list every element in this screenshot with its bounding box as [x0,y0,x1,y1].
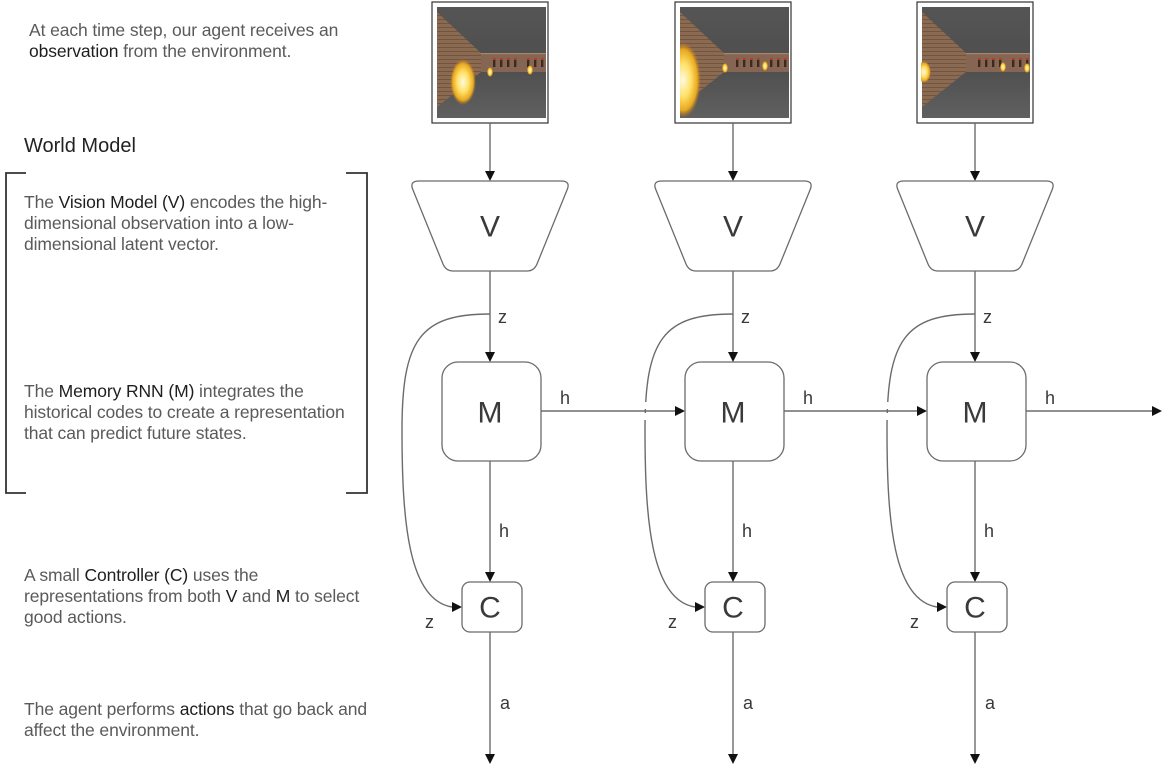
latent-z-label: z [498,307,507,327]
arrow-head [728,171,738,181]
arrow-head [485,572,495,582]
highlight-term: Vision Model (V) [58,192,186,212]
memory-description: The Memory RNN (M) integrates the histor… [24,381,369,444]
observation-frame [431,1,549,124]
description-text: encodes the high-dimensional observation… [24,192,328,254]
action-label: a [985,693,996,713]
action-label: a [743,693,754,713]
actions-description: The agent performs actions that go back … [24,699,369,741]
arrow-head [917,406,927,416]
observation-image [437,7,546,118]
controller-node [946,581,1008,633]
action-label: a [500,693,511,713]
arrow-head [485,754,495,764]
arrow-head [937,602,947,612]
description-text: and [237,586,276,606]
description-text: The [24,381,59,401]
highlight-term: observation [29,41,119,61]
vision-model-label: V [723,211,743,244]
description-text: uses the representations from both [24,565,259,606]
controller-description: A small Controller (C) uses the represen… [24,565,369,628]
hidden-h-recurrent-label: h [560,388,570,408]
vision-model-node [654,180,812,272]
hidden-h-label: h [984,521,994,541]
arrow-head [675,406,685,416]
world-model-title: World Model [24,135,136,157]
latent-z-skip-label: z [425,612,434,632]
description-text: The agent performs [24,699,180,719]
controller-label: C [722,592,744,625]
vision-description: The Vision Model (V) encodes the high-di… [24,192,369,255]
description-text: A small [24,565,85,585]
vision-model-label: V [480,211,500,244]
hidden-h-label: h [499,521,509,541]
crossing-gap [641,402,649,409]
arrow-head [970,754,980,764]
controller-label: C [479,592,501,625]
world-model-bracket-left [5,172,26,494]
description-text: integrates the historical codes to creat… [24,381,345,443]
observation-image [921,7,1030,118]
memory-rnn-label: M [478,397,503,430]
arrow-head [485,171,495,181]
arrow-head [970,352,980,362]
observation-image [680,7,789,118]
highlight-term: Memory RNN (M) [58,381,195,401]
world-model-bracket-right [346,172,368,494]
description-text: to select good actions. [24,586,360,627]
description-text: The [24,192,59,212]
fireball [680,42,701,118]
controller-node [461,581,523,633]
description-text: that go back and affect the environment. [24,699,368,740]
highlight-term: actions [179,699,235,719]
memory-rnn-label: M [721,397,746,430]
vision-model-label: V [965,211,985,244]
arrow-head [695,602,705,612]
latent-z-skip-label: z [910,612,919,632]
highlight-term: Controller (C) [84,565,189,585]
observation-frame [674,1,792,124]
description-text: from the environment. [118,41,292,61]
latent-z-skip-label: z [668,612,677,632]
latent-z-label: z [741,307,750,327]
fireball [921,61,931,83]
controller-label: C [964,592,986,625]
arrow-head [728,352,738,362]
arrow-head [452,602,462,612]
controller-node [704,581,766,633]
highlight-term: M [275,586,291,606]
latent-z-skip-edge [644,313,734,608]
vision-model-node [896,180,1054,272]
latent-z-skip-edge [401,313,491,608]
observation-description: At each time step, our agent receives an… [29,20,349,62]
arrow-head [728,754,738,764]
vision-model-node [411,180,569,272]
fireball [450,59,476,105]
hidden-h-recurrent-label: h [1045,388,1055,408]
arrow-head [485,352,495,362]
description-text: At each time step, our agent receives an [29,20,339,40]
crossing-gap [641,413,649,420]
arrow-head [1152,406,1162,416]
arrow-head [728,572,738,582]
crossing-gap [883,413,891,420]
hidden-h-label: h [742,521,752,541]
highlight-term: V [225,586,238,606]
hidden-h-recurrent-label: h [803,388,813,408]
arrow-head [970,572,980,582]
arrow-head [970,171,980,181]
observation-frame [916,1,1034,124]
latent-z-skip-edge [886,313,976,608]
memory-rnn-label: M [963,397,988,430]
latent-z-label: z [983,307,992,327]
crossing-gap [883,402,891,409]
